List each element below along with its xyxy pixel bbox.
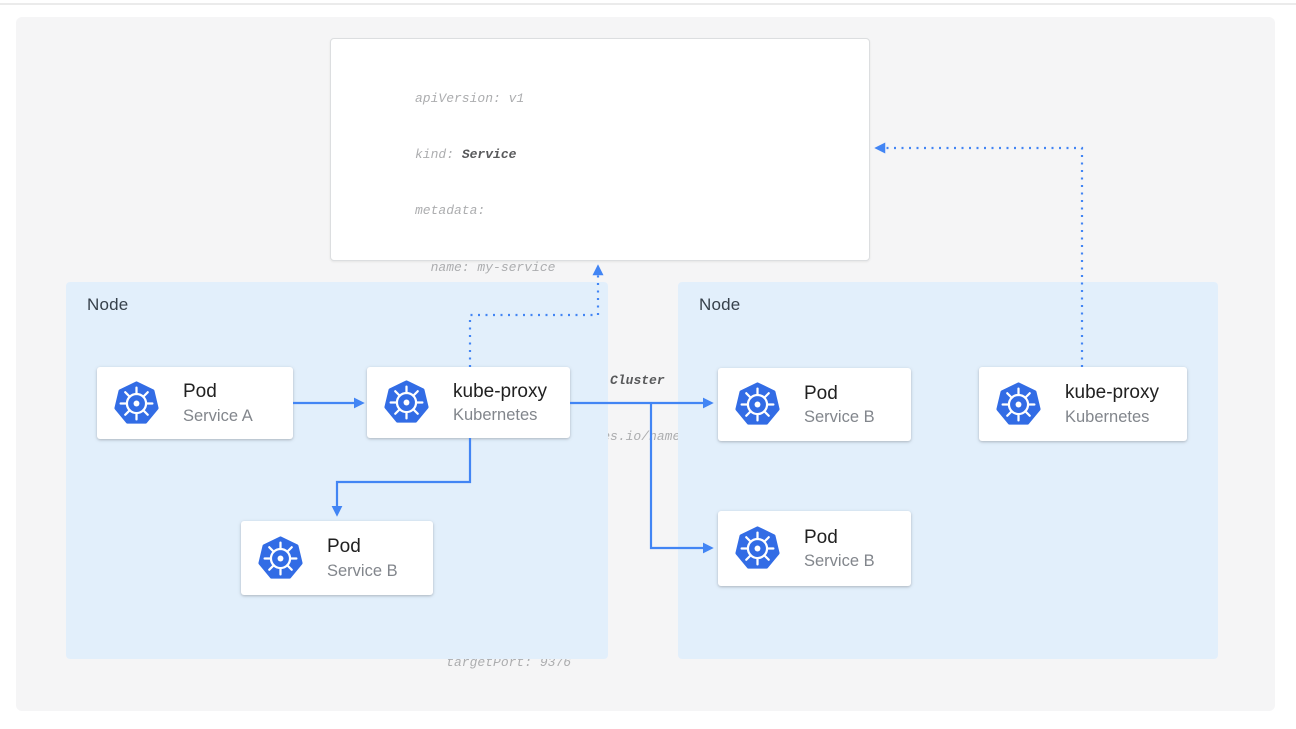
node-right: Node <box>678 282 1218 659</box>
kubernetes-logo-icon <box>996 382 1041 427</box>
card-title: Pod <box>327 536 361 557</box>
card-title: Pod <box>804 526 838 548</box>
kubernetes-logo-icon <box>258 536 303 581</box>
card-pod-service-b-right-top: Pod Service B <box>718 368 911 441</box>
card-title: kube-proxy <box>453 380 547 402</box>
yaml-line: name: my-service <box>415 259 556 275</box>
card-subtitle: Service B <box>804 408 875 427</box>
yaml-line: apiVersion: v1 <box>415 90 525 106</box>
card-title: kube-proxy <box>1065 382 1159 403</box>
node-left: Node <box>66 282 608 659</box>
kubernetes-logo-icon <box>735 526 780 571</box>
card-title: Pod <box>804 382 838 404</box>
card-pod-service-b-right-bottom: Pod Service B <box>718 511 911 586</box>
kubernetes-logo-icon <box>114 381 159 426</box>
top-divider <box>0 3 1296 5</box>
yaml-line: metadata: <box>415 203 486 219</box>
kubernetes-logo-icon <box>735 382 780 427</box>
card-pod-service-b-left: Pod Service B <box>241 521 433 595</box>
card-kube-proxy-right: kube-proxy Kubernetes <box>979 367 1187 441</box>
card-kube-proxy-left: kube-proxy Kubernetes <box>367 367 570 438</box>
service-yaml-manifest: apiVersion: v1 kind: Service metadata: n… <box>330 38 870 670</box>
card-title: Pod <box>183 381 217 402</box>
card-subtitle: Kubernetes <box>1065 407 1150 426</box>
node-right-label: Node <box>699 295 741 314</box>
card-pod-service-a: Pod Service A <box>97 367 293 439</box>
node-left-label: Node <box>87 295 129 314</box>
card-subtitle: Service A <box>183 406 253 425</box>
card-subtitle: Service B <box>327 561 398 580</box>
card-subtitle: Kubernetes <box>453 406 538 425</box>
card-subtitle: Service B <box>804 552 875 571</box>
yaml-line: kind: Service <box>415 146 517 162</box>
kubernetes-logo-icon <box>384 380 429 425</box>
